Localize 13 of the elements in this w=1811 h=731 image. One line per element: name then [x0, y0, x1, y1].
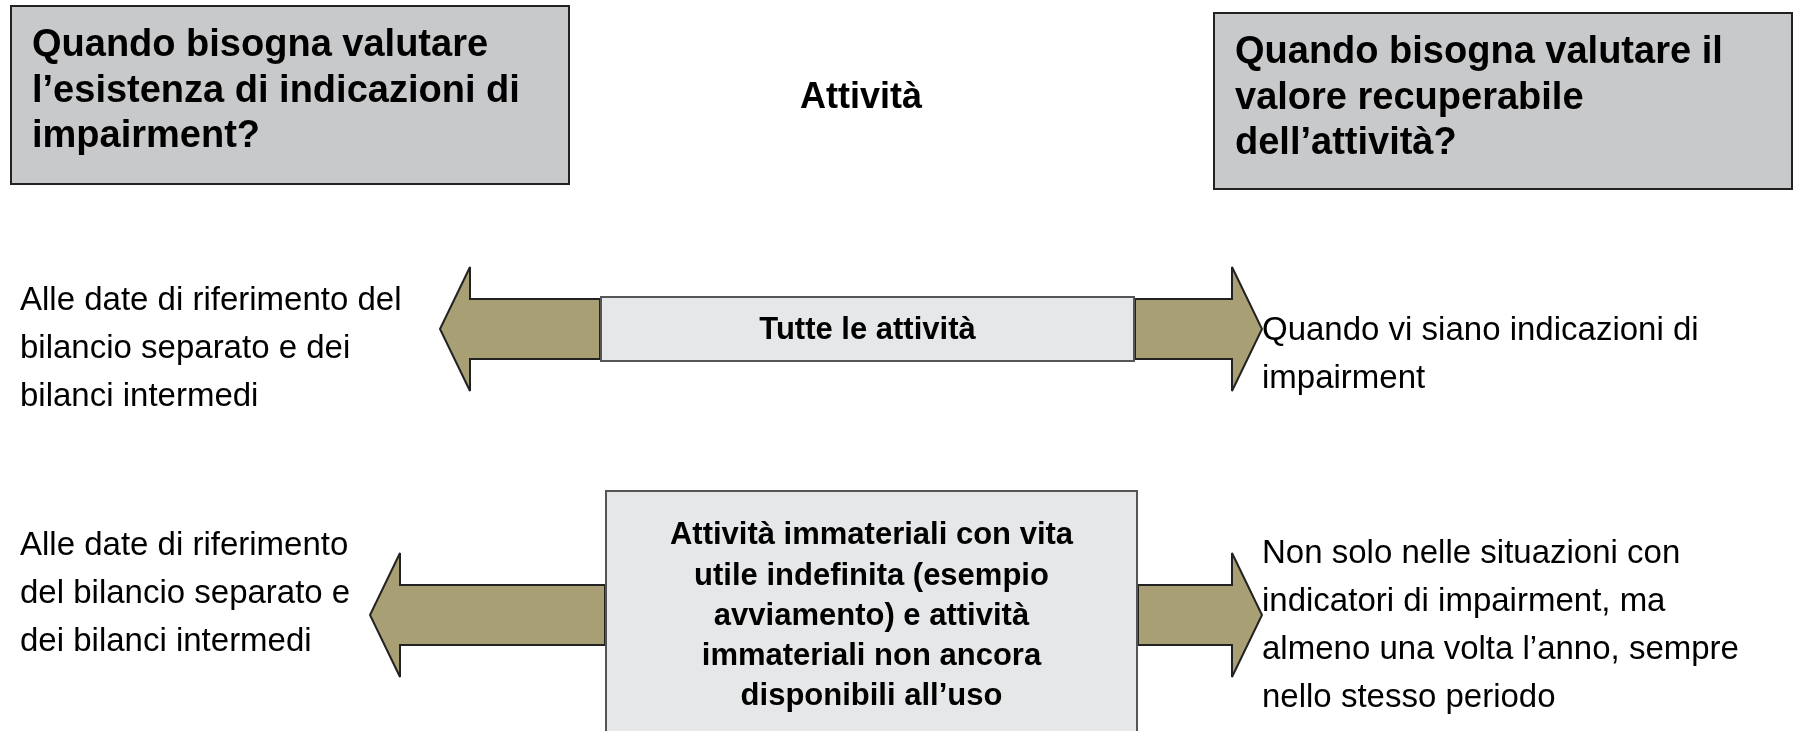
timing-text: Quando vi siano indicazioni di impairment [1262, 305, 1807, 401]
timing-text: Non solo nelle situazioni con indicatori di impairment, ma almeno una volta l’anno, sempre nello stesso periodo [1262, 528, 1782, 720]
block-arrow [1137, 552, 1264, 678]
column-heading: Attività [800, 75, 922, 117]
block-arrow [1134, 266, 1264, 392]
header-box: Quando bisogna valutare l’esistenza di indicazioni di impairment? [10, 5, 570, 185]
category-box: Tutte le attività [600, 296, 1135, 362]
category-box: Attività immateriali con vita utile indefinita (esempio avviamento) e attività immateriali non ancora disponibili all’uso [605, 490, 1138, 731]
header-box: Quando bisogna valutare il valore recuperabile dell’attività? [1213, 12, 1793, 190]
timing-text: Alle date di riferimento del bilancio separato e dei bilanci intermedi [20, 520, 370, 664]
block-arrow [438, 266, 601, 392]
timing-text: Alle date di riferimento del bilancio separato e dei bilanci intermedi [20, 275, 440, 419]
block-arrow [368, 552, 606, 678]
